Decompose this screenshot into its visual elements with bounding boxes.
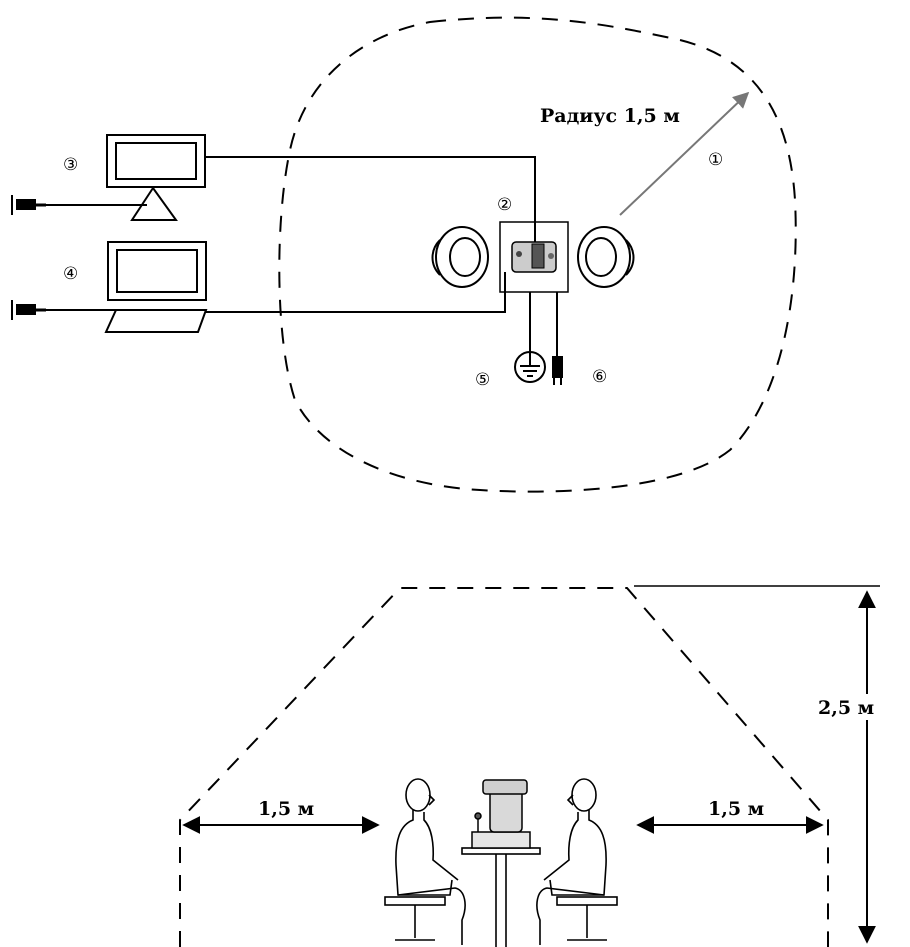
table-icon xyxy=(461,847,541,947)
power-plug-icon xyxy=(11,195,46,215)
callout-5: ⑤ xyxy=(475,370,490,390)
power-plug-icon xyxy=(11,300,46,320)
top-view: Радиус 1,5 м ① ③ ④ xyxy=(11,16,797,493)
side-view: 2,5 м 1,5 м 1,5 м xyxy=(179,585,880,947)
device-side-icon xyxy=(471,779,531,849)
patient-zone-envelope xyxy=(179,587,829,947)
right-width-label: 1,5 м xyxy=(708,798,764,820)
operator-head-icon xyxy=(431,226,489,288)
monitor-icon xyxy=(106,134,206,221)
height-label: 2,5 м xyxy=(818,697,874,719)
patient-head-icon xyxy=(577,226,635,288)
laptop-cable xyxy=(206,272,506,313)
device-top-icon xyxy=(499,221,569,293)
patient-figure-icon xyxy=(536,778,618,945)
ground-icon xyxy=(514,351,546,383)
monitor-cable xyxy=(205,156,536,242)
callout-2: ② xyxy=(497,195,512,215)
callout-4: ④ xyxy=(63,264,78,284)
left-width-label: 1,5 м xyxy=(258,798,314,820)
operator-figure-icon xyxy=(384,778,466,945)
radius-arrow xyxy=(619,91,750,216)
power-plug-icon xyxy=(552,356,563,385)
callout-3: ③ xyxy=(63,155,78,175)
radius-label: Радиус 1,5 м xyxy=(540,105,680,127)
patient-zone-boundary xyxy=(278,16,797,493)
laptop-icon xyxy=(104,241,208,333)
callout-1: ① xyxy=(708,150,723,170)
height-label-bg xyxy=(818,694,878,720)
callout-6: ⑥ xyxy=(592,367,607,387)
